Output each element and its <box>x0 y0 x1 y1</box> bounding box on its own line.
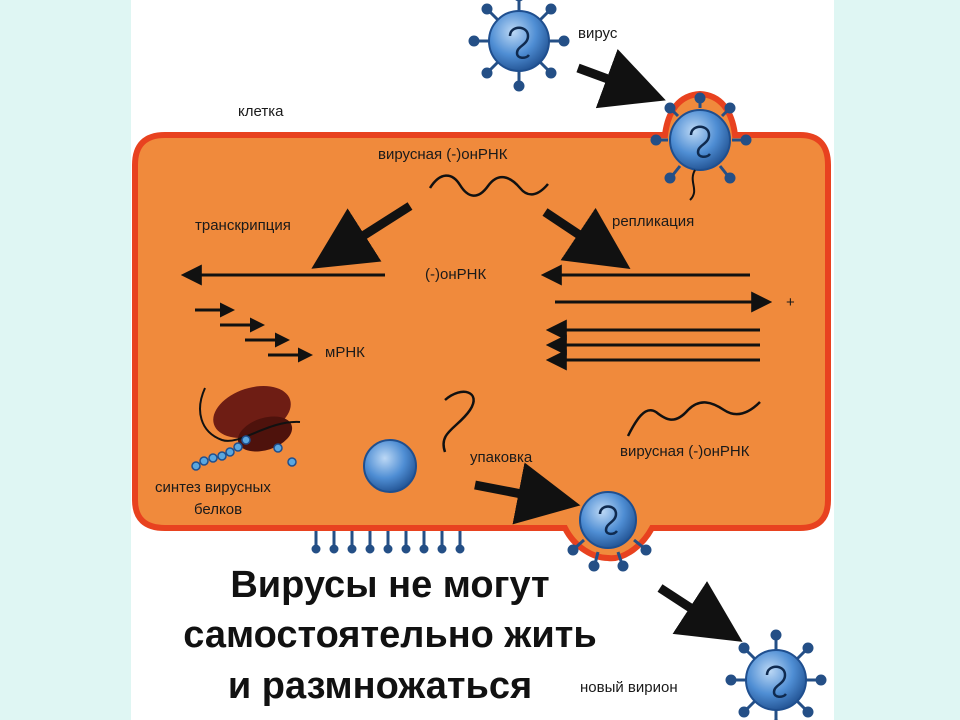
mrna-label: мРНК <box>325 344 365 361</box>
packaging-arrow <box>474 462 581 525</box>
viral-rna-label-bottom: вирусная (-)онРНК <box>620 443 750 460</box>
virus-label: вирус <box>578 25 618 42</box>
membrane-receptors <box>311 531 465 554</box>
entering-virus-icon <box>650 92 752 201</box>
cell-label: клетка <box>238 103 284 120</box>
protein-synthesis-label-2: белков <box>194 501 243 518</box>
viral-rna-strand <box>428 174 549 197</box>
replication-label: репликация <box>612 213 695 230</box>
packaging-label: упаковка <box>470 449 533 466</box>
transcription-label: транскрипция <box>195 217 291 234</box>
ribosome-icon <box>191 386 301 471</box>
virion-exit-arrow <box>657 581 743 642</box>
virus-entry-arrow <box>576 49 666 109</box>
budding-virus-icon <box>567 491 652 572</box>
minus-rna-label: (-)онРНК <box>425 266 487 283</box>
new-virion-icon <box>725 629 827 720</box>
new-virion-label: новый вирион <box>580 679 678 696</box>
caption-line-2: самостоятельно жить <box>183 614 597 656</box>
virus-icon <box>468 0 570 92</box>
replication-strands <box>540 264 773 371</box>
new-viral-rna-strand <box>626 401 761 437</box>
mrna-arrows <box>195 302 313 363</box>
transcription-arrow <box>311 202 413 269</box>
caption-line-3: и размножаться <box>227 665 533 707</box>
plus-sign-label: + <box>786 294 795 311</box>
capsid-icon <box>363 439 417 493</box>
replication-arrow <box>542 207 631 269</box>
cell-membrane <box>132 90 831 562</box>
packaging-rna-strand <box>442 390 475 453</box>
protein-synthesis-label: синтез вирусных <box>155 479 271 496</box>
caption-line-1: Вирусы не могут <box>230 564 550 606</box>
viral-rna-label: вирусная (-)онРНК <box>378 146 508 163</box>
